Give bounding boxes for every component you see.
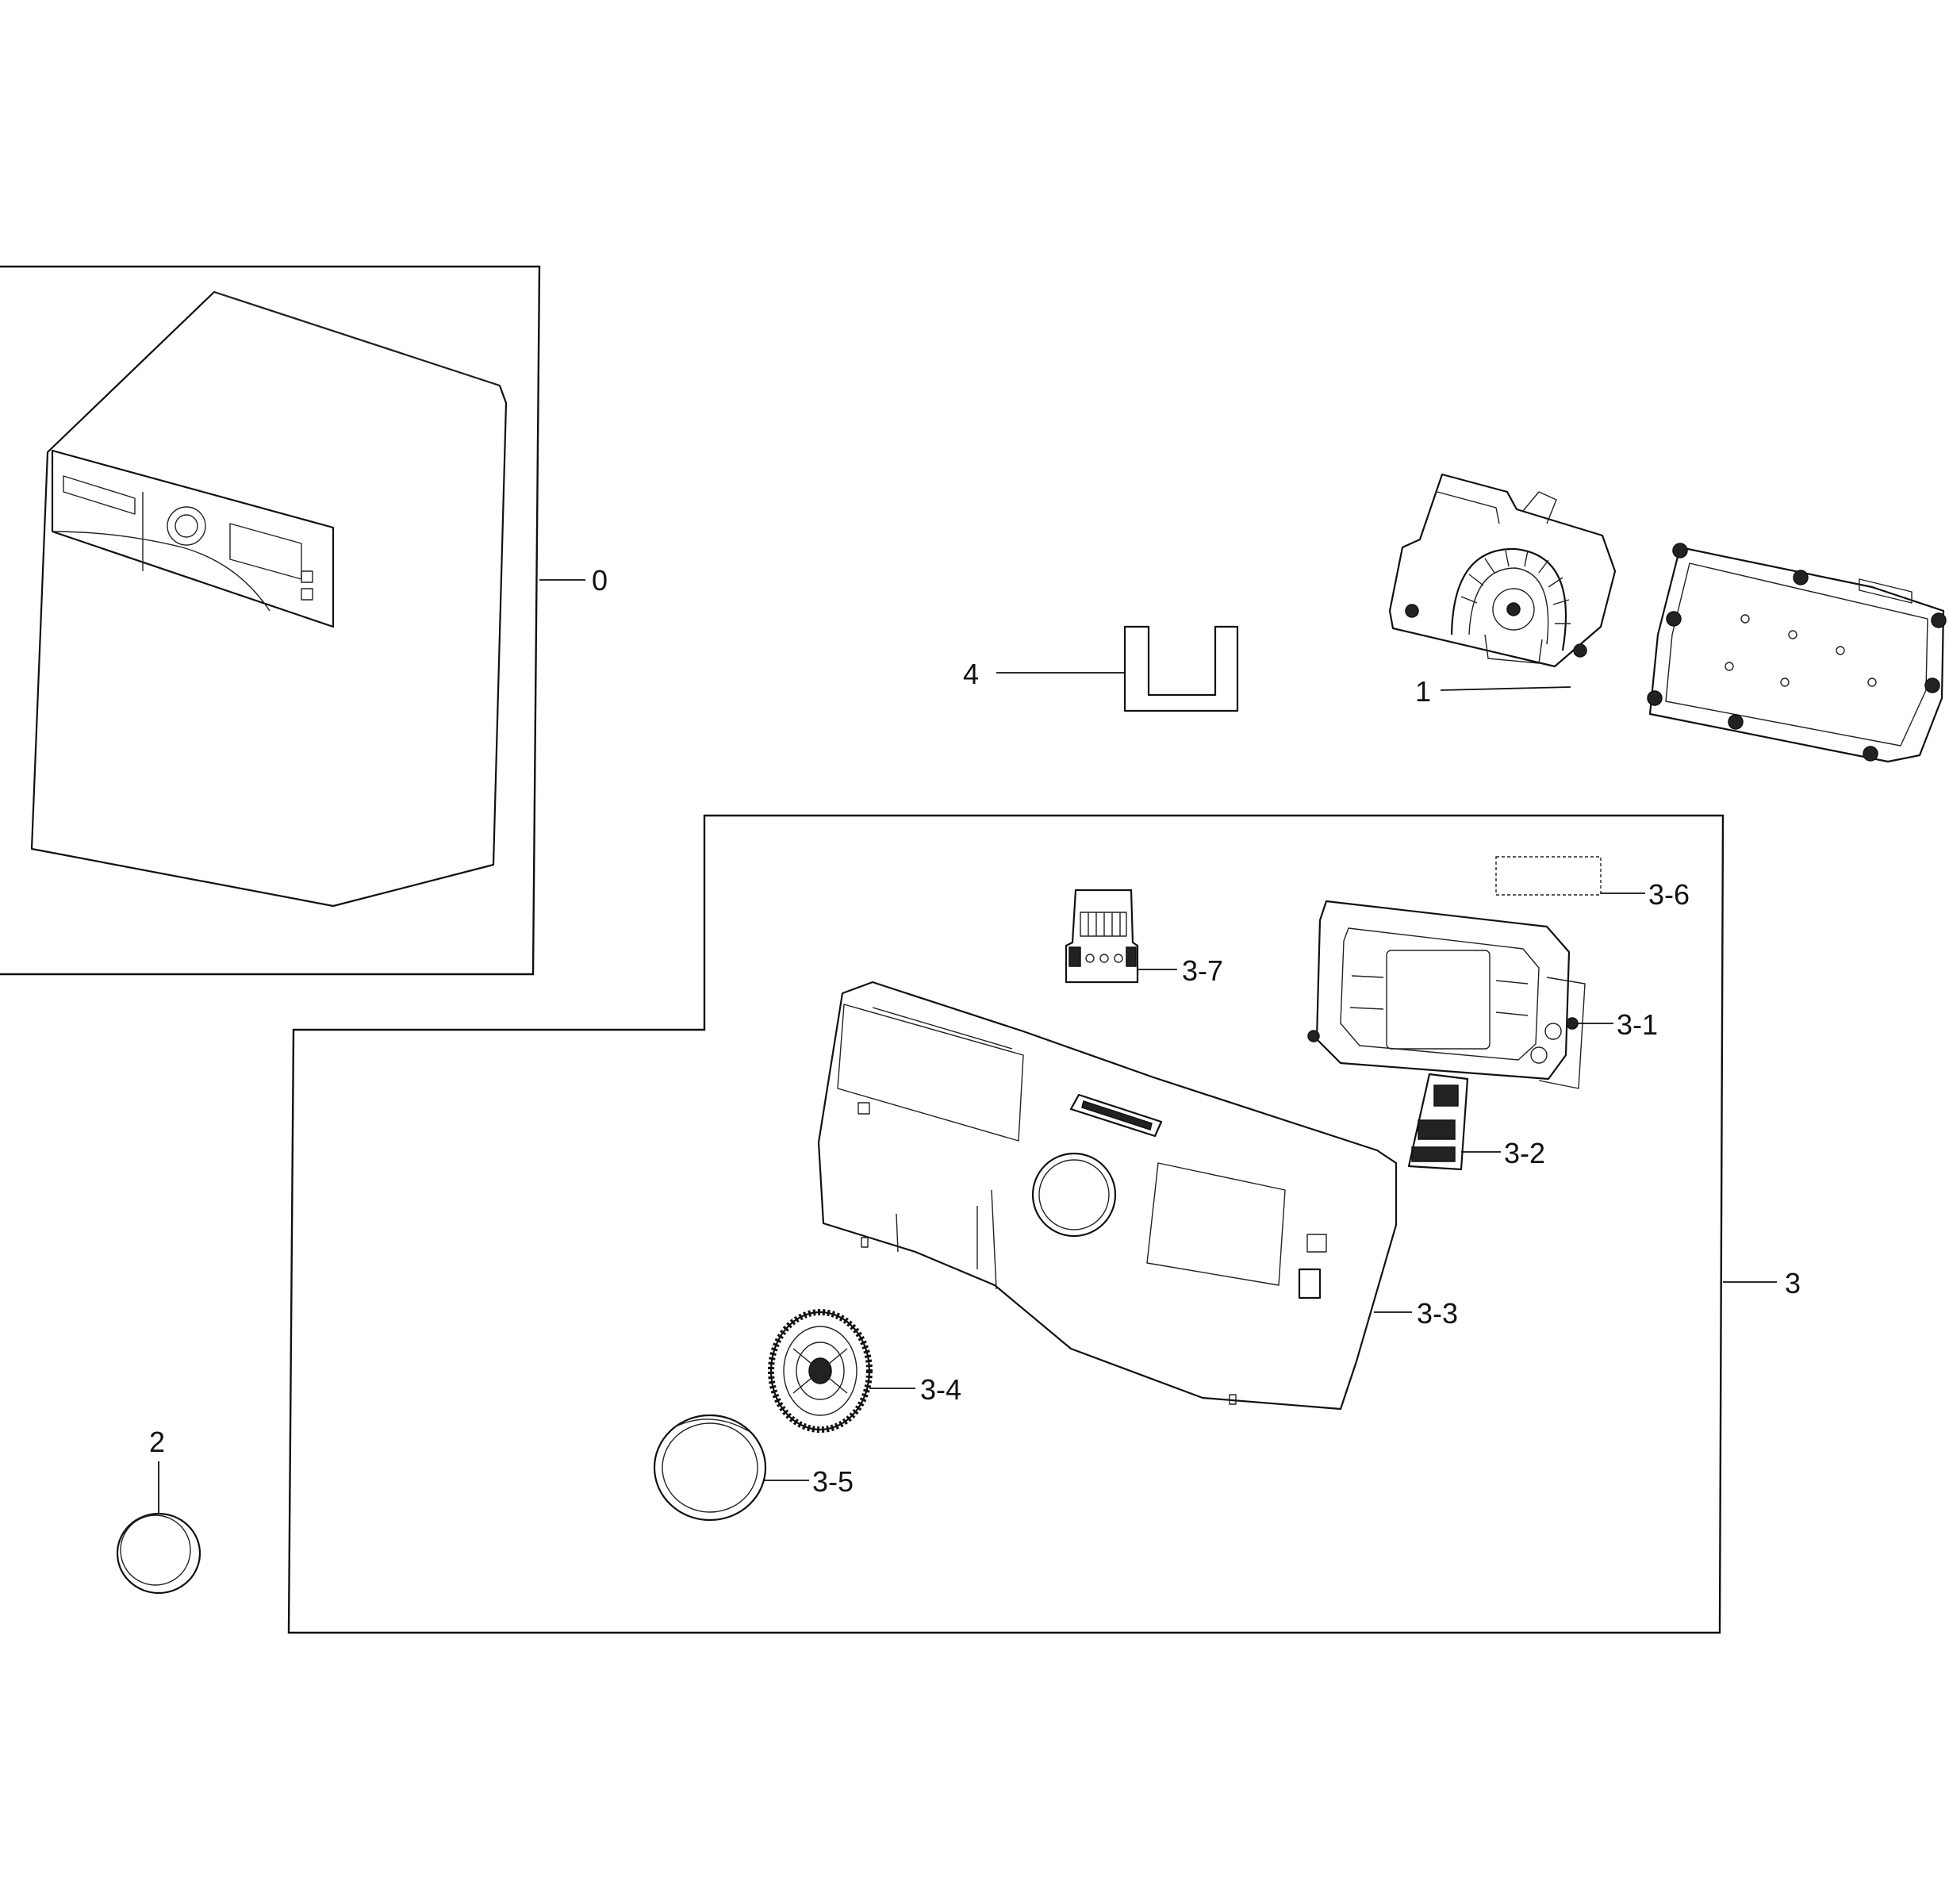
assembly-box-3 — [287, 814, 1725, 1634]
callout-label-4: 4 — [963, 658, 979, 690]
callout-3-7: 3-7 — [1138, 954, 1223, 987]
part-3-7-connector — [1065, 889, 1139, 984]
callout-label-2: 2 — [149, 1426, 165, 1458]
callout-label-3-5: 3-5 — [812, 1465, 854, 1498]
callout-3-3: 3-3 — [1374, 1297, 1458, 1330]
callout-label-3-7: 3-7 — [1182, 954, 1223, 987]
part-3-2-lever — [1407, 1073, 1469, 1171]
part-2-knob-cap — [116, 1512, 201, 1595]
part-3-6-label — [1495, 856, 1602, 896]
part-1-pcb-assembly — [1388, 473, 1947, 763]
callout-0: 0 — [539, 564, 608, 597]
callout-2: 2 — [149, 1426, 165, 1514]
assembly-box-0 — [0, 265, 541, 976]
part-3-4-dial-knob — [768, 1309, 873, 1433]
callout-3-6: 3-6 — [1601, 878, 1690, 911]
callout-label-3-4: 3-4 — [920, 1373, 961, 1406]
callout-label-0: 0 — [592, 564, 608, 597]
part-4-bracket — [1123, 625, 1239, 712]
callout-label-1: 1 — [1415, 675, 1431, 708]
callout-label-3-6: 3-6 — [1648, 878, 1690, 911]
part-3-3-control-panel — [817, 981, 1398, 1411]
callout-3-4: 3-4 — [869, 1373, 961, 1406]
part-0-dryer-cabinet — [30, 290, 508, 908]
part-3-1-display-module — [1307, 900, 1586, 1089]
dial-ticks — [1460, 550, 1571, 624]
callout-3-1: 3-1 — [1577, 1008, 1658, 1041]
callout-label-3: 3 — [1785, 1267, 1801, 1299]
callout-3-2: 3-2 — [1461, 1137, 1545, 1169]
callout-1: 1 — [1415, 675, 1571, 708]
part-3-5-knob-ring — [653, 1414, 767, 1522]
callout-label-3-2: 3-2 — [1504, 1137, 1545, 1169]
callout-label-3-1: 3-1 — [1617, 1008, 1658, 1041]
callout-3: 3 — [1723, 1267, 1801, 1299]
callout-label-3-3: 3-3 — [1417, 1297, 1458, 1330]
callout-4: 4 — [963, 658, 1125, 690]
callout-3-5: 3-5 — [763, 1465, 854, 1498]
